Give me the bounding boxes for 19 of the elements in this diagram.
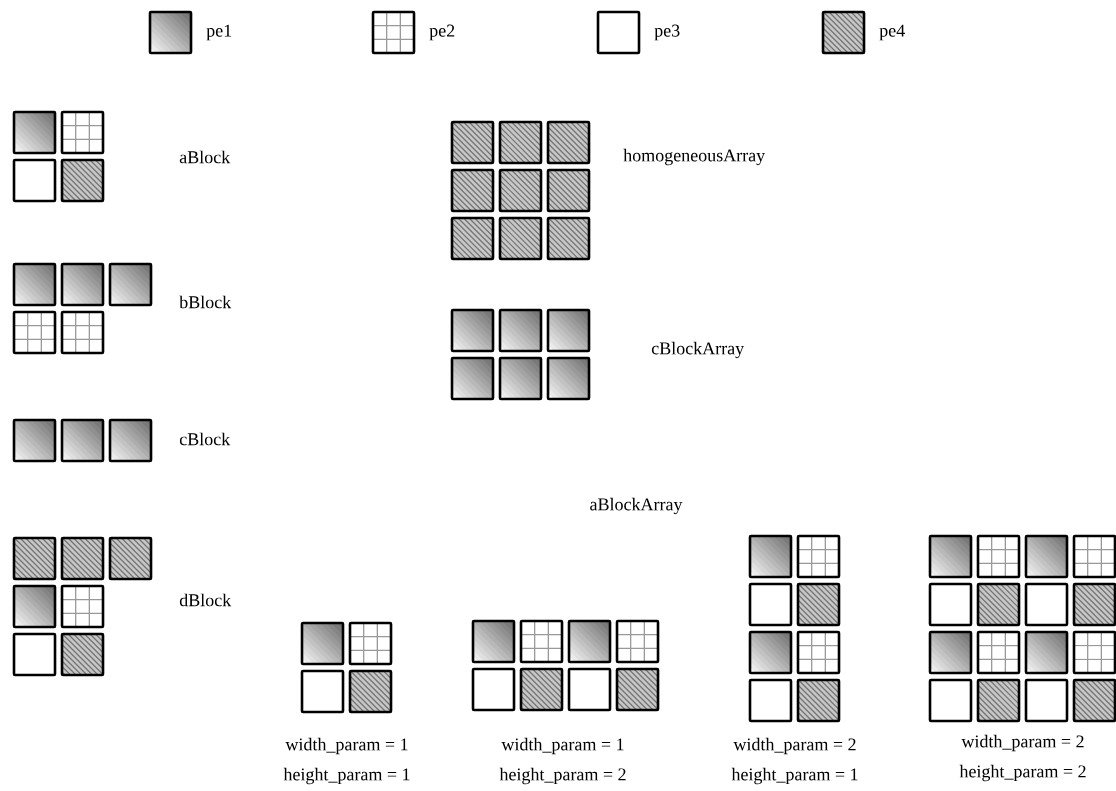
parameter-label: height_param = 1 xyxy=(731,767,858,785)
parameter-label: width_param = 2 xyxy=(733,737,856,755)
block-label: aBlockArray xyxy=(590,497,683,515)
block-label: cBlockArray xyxy=(651,341,745,359)
legend-label: pe3 xyxy=(654,24,680,41)
parameter-label: height_param = 2 xyxy=(499,767,626,785)
block-label: aBlock xyxy=(179,150,231,164)
parameter-label: height_param = 1 xyxy=(283,767,410,785)
parameter-label: width_param = 1 xyxy=(285,737,408,755)
block-label: dBlock xyxy=(179,593,232,607)
block-label: cBlock xyxy=(179,432,231,446)
parameter-label: height_param = 2 xyxy=(959,764,1086,782)
parameter-label: width_param = 2 xyxy=(961,734,1084,752)
legend-label: pe4 xyxy=(879,24,905,41)
block-label: homogeneousArray xyxy=(623,148,766,166)
legend-label: pe1 xyxy=(206,24,232,41)
parameter-label: width_param = 1 xyxy=(501,737,624,755)
block-label: bBlock xyxy=(179,295,232,309)
legend-label: pe2 xyxy=(429,24,455,41)
